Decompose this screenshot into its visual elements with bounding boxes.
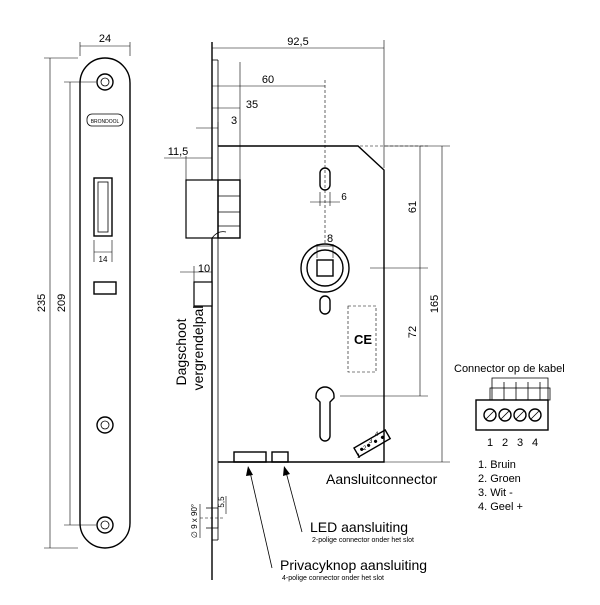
- privacy-leader: [249, 471, 273, 569]
- led-leader: [285, 471, 303, 533]
- svg-text:3: 3: [369, 439, 373, 445]
- dim-latch-width: 14: [93, 240, 113, 264]
- legend-item: 4. Geel +: [478, 501, 523, 513]
- dim-faceplate-width: 24: [79, 33, 131, 56]
- svg-text:4: 4: [532, 437, 538, 449]
- screw-spec-label: ∅ 9 x 90°: [190, 504, 199, 538]
- svg-text:2: 2: [363, 446, 367, 452]
- dim-35: 35: [212, 62, 258, 180]
- dim-8-label: 8: [327, 233, 333, 245]
- dim-209-label: 209: [56, 294, 68, 312]
- dim-5-5-label: 5,5: [217, 496, 226, 508]
- connector-panel-title: Connector op de kabel: [454, 363, 565, 375]
- svg-text:1: 1: [357, 454, 361, 460]
- dim-screw: ∅ 9 x 90° 5,5: [190, 496, 227, 538]
- dim-3: 3: [196, 115, 237, 146]
- dim-60: 60: [212, 74, 326, 244]
- svg-text:3: 3: [517, 437, 523, 449]
- svg-text:1: 1: [487, 437, 493, 449]
- spindle-hub-outer: [300, 243, 350, 293]
- faceplate-front-view: BRONDOOL: [79, 57, 131, 549]
- dim-61: 61: [325, 145, 428, 269]
- led-connector: [271, 451, 289, 463]
- legend-item: 2. Groen: [478, 473, 521, 485]
- dim-6-label: 6: [341, 192, 347, 203]
- dim-165: 165: [290, 145, 450, 463]
- dim-35-label: 35: [246, 99, 258, 111]
- wire-color-legend: 1. Bruin 2. Groen 3. Wit - 4. Geel +: [478, 459, 523, 513]
- lower-slot: [319, 295, 331, 315]
- dim-24-label: 24: [99, 33, 111, 45]
- brand-text: BRONDOOL: [91, 119, 120, 125]
- dim-60-label: 60: [262, 74, 274, 86]
- lock-body-side-view: CE 1 2 3 4: [185, 42, 392, 580]
- connector-screws: [483, 408, 542, 422]
- body-connector-pins: 1 2 3 4: [357, 432, 379, 460]
- latch-opening: [93, 177, 113, 237]
- dim-11-5: 11,5: [164, 146, 212, 180]
- dim-235-label: 235: [36, 294, 48, 312]
- faceplate-top-screw: [96, 73, 114, 91]
- ce-mark: CE: [354, 332, 372, 347]
- latch-label-dagschoot: Dagschoot: [173, 318, 189, 385]
- dim-165-label: 165: [429, 295, 441, 313]
- brand-plate: [86, 113, 124, 127]
- aansluitconnector-label: Aansluitconnector: [326, 471, 438, 487]
- cable-connector-panel: Connector op de kabel 1 2 3 4 1. Bruin 2…: [454, 363, 565, 513]
- lock-case: [218, 145, 385, 463]
- led-subtitle: 2-polige connector onder het slot: [312, 537, 414, 544]
- privacy-connector: [233, 451, 267, 463]
- dim-11-5-label: 11,5: [168, 146, 189, 158]
- privacy-subtitle: 4-polige connector onder het slot: [282, 575, 384, 582]
- dim-72: 72: [340, 268, 428, 397]
- dim-61-label: 61: [407, 201, 419, 213]
- dim-10: 10: [180, 263, 212, 282]
- faceplate-middle-screw: [96, 416, 114, 434]
- faceplate-bottom-screw: [96, 516, 114, 534]
- body-connector: [353, 429, 392, 458]
- legend-item: 3. Wit -: [478, 487, 513, 499]
- faceplate-outline: [79, 57, 131, 549]
- cylinder-cutout: [315, 386, 335, 442]
- svg-text:2: 2: [502, 437, 508, 449]
- latch-label-vergrendelpal: vergrendelpal: [190, 306, 206, 391]
- led-title: LED aansluiting: [310, 519, 408, 535]
- spindle-square: [316, 259, 334, 277]
- latch-labels: Dagschoot vergrendelpal: [173, 306, 206, 391]
- dim-3-label: 3: [231, 115, 237, 127]
- cable-connector-body: [475, 399, 549, 431]
- dim-72-label: 72: [407, 326, 419, 338]
- privacy-title: Privacyknop aansluiting: [280, 557, 427, 573]
- ce-area: [347, 305, 377, 373]
- dim-height-235: 235: [36, 57, 78, 549]
- locking-pawl: [193, 281, 213, 307]
- dim-92-5-label: 92,5: [287, 36, 308, 48]
- latch-bolt: [185, 179, 219, 239]
- legend-item: 1. Bruin: [478, 459, 516, 471]
- dim-92-5: 92,5: [212, 36, 385, 168]
- dim-6: 6: [310, 192, 347, 206]
- dim-10-label: 10: [198, 263, 210, 275]
- dim-8: 8: [316, 233, 334, 258]
- dim-14-label: 14: [99, 255, 108, 264]
- deadbolt-opening: [93, 281, 117, 295]
- svg-text:4: 4: [375, 432, 379, 438]
- dim-height-209: 209: [56, 81, 96, 526]
- connector-pin-numbers: 1 2 3 4: [487, 437, 538, 449]
